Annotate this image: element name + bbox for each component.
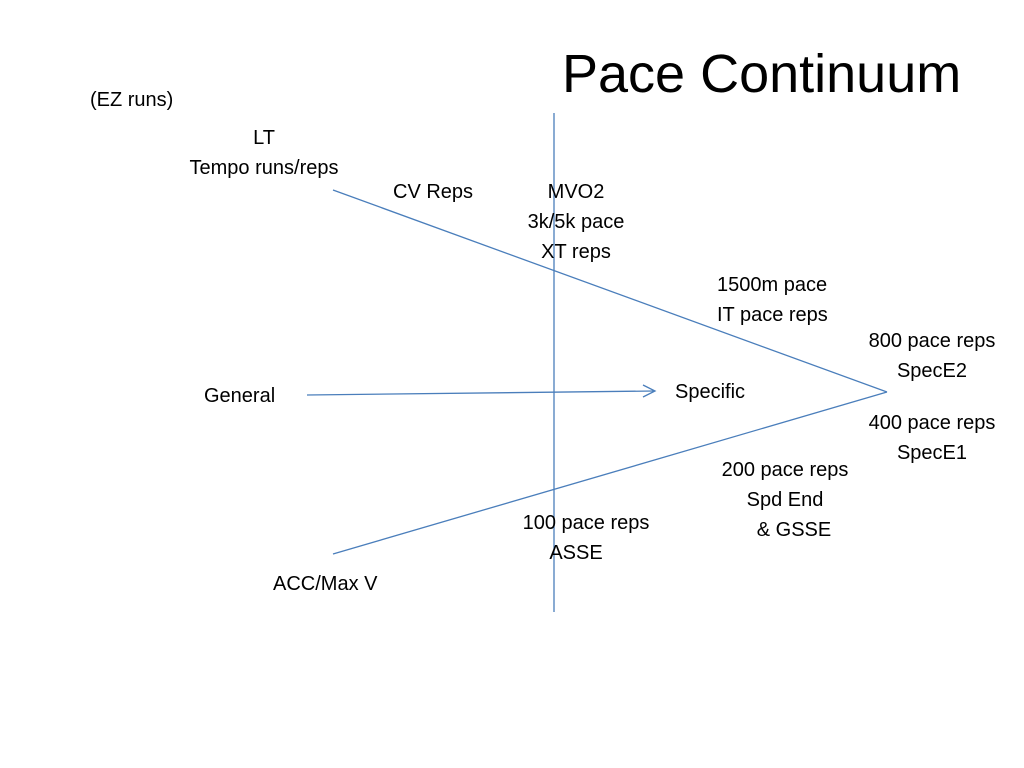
label-3k5k-pace: 3k/5k pace [527,211,625,233]
label-spec-e1: SpecE1 [896,442,968,464]
arrow-head [642,384,657,398]
label-specific: Specific [675,381,746,403]
label-400-pace-reps: 400 pace reps [868,412,996,434]
label-200-pace-reps: 200 pace reps [721,459,849,481]
label-asse: ASSE [549,542,603,564]
label-100-pace-reps: 100 pace reps [522,512,650,534]
label-it-pace-reps: IT pace reps [717,304,828,326]
label-100-group: 100 pace reps ASSE [506,508,666,568]
label-tempo: Tempo runs/reps [189,157,339,179]
label-mvo2-group: MVO2 3k/5k pace XT reps [506,177,646,267]
label-lt-group: LT Tempo runs/reps [150,123,378,183]
label-spd-end: Spd End [746,489,824,511]
label-200-group: 200 pace reps Spd End & GSSE [700,455,870,545]
label-general: General [204,385,276,407]
label-acc-max-v: ACC/Max V [273,573,378,595]
label-ez-runs: (EZ runs) [90,89,174,111]
label-1500m-pace: 1500m pace [717,274,828,296]
slide-title: Pace Continuum [562,44,962,104]
label-800-pace-reps: 800 pace reps [868,330,996,352]
label-400-group: 400 pace reps SpecE1 [852,408,1012,468]
label-xt-reps: XT reps [541,241,611,263]
label-cv-reps: CV Reps [393,181,474,203]
upper-diagonal-line [332,189,888,393]
label-gsse: & GSSE [756,519,832,541]
lower-diagonal-line [332,391,888,555]
label-800-group: 800 pace reps SpecE2 [852,326,1012,386]
general-to-specific-arrow [306,390,655,396]
label-spec-e2: SpecE2 [896,360,968,382]
label-1500m-group: 1500m pace IT pace reps [717,270,828,330]
label-lt: LT [253,127,275,149]
label-mvo2: MVO2 [547,181,605,203]
